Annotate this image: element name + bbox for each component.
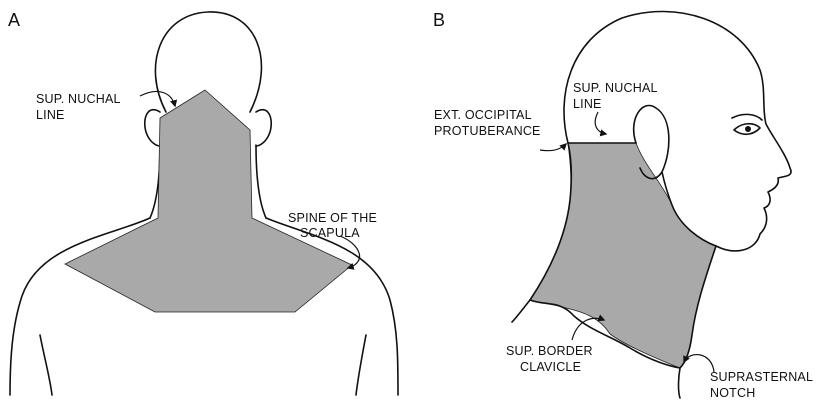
label-sup-nuchal-line-a-2: LINE: [36, 108, 65, 122]
label-sup-border-clavicle-1: SUP. BORDER: [506, 344, 593, 358]
panel-a: A SUP. NUCHAL LINE SPINE OF THE SCAPULA: [8, 10, 398, 395]
label-spine-of-scapula-2: SCAPULA: [300, 226, 360, 240]
arrow-ext-occipital: [540, 144, 566, 151]
panel-a-letter: A: [8, 10, 20, 30]
label-suprasternal-1: SUPRASTERNAL: [710, 370, 813, 384]
label-sup-border-clavicle-2: CLAVICLE: [520, 360, 581, 374]
label-spine-of-scapula-1: SPINE OF THE: [288, 211, 377, 225]
label-sup-nuchal-line-b-2: LINE: [573, 97, 602, 111]
eyebrow: [732, 114, 762, 120]
shaded-region-a: [65, 90, 352, 312]
arrow-sup-nuchal-line-a: [140, 91, 175, 106]
panel-b-letter: B: [433, 10, 445, 30]
neck-right-outline: [256, 145, 266, 218]
eye-pupil: [745, 126, 751, 132]
right-ear: [256, 110, 271, 146]
label-ext-occipital-1: EXT. OCCIPITAL: [434, 108, 532, 122]
arrow-sup-nuchal-line-b: [595, 112, 606, 134]
label-ext-occipital-2: PROTUBERANCE: [434, 124, 541, 138]
left-arm-line: [40, 335, 52, 395]
left-ear: [145, 110, 160, 146]
label-sup-nuchal-line-b-1: SUP. NUCHAL: [573, 81, 658, 95]
panel-b: B SUP. NUCHAL LINE EXT. OCCIPITAL PROTUB…: [433, 10, 813, 400]
label-sup-nuchal-line-a-1: SUP. NUCHAL: [36, 92, 121, 106]
right-arm-line: [356, 335, 366, 395]
label-suprasternal-2: NOTCH: [710, 386, 755, 400]
shaded-region-b: [530, 143, 716, 368]
